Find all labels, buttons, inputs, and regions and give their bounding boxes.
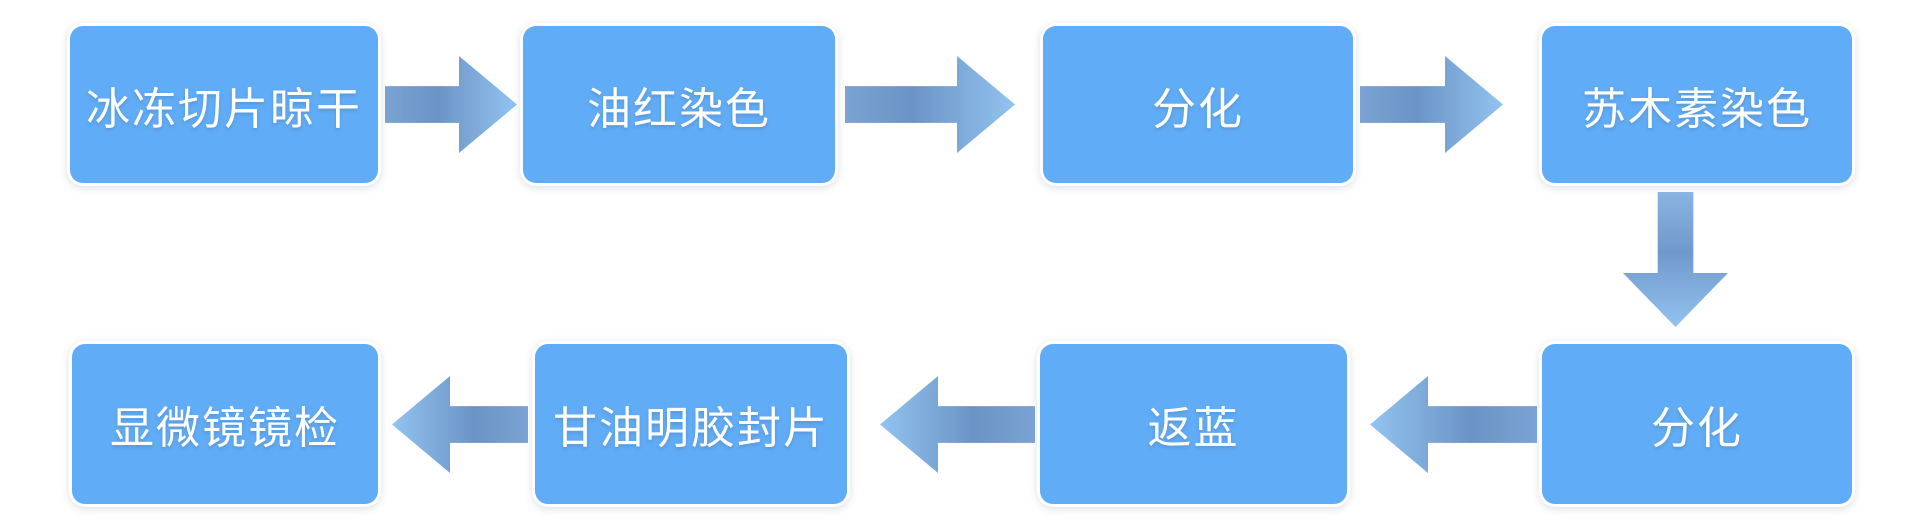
flow-node-label: 冰冻切片晾干	[86, 84, 362, 134]
flow-node-label: 分化	[1651, 404, 1743, 453]
flow-node-label: 苏木素染色	[1582, 84, 1812, 134]
flow-node-oil-red-staining: 油红染色	[523, 26, 835, 183]
flow-node-bluing: 返蓝	[1040, 344, 1347, 504]
arrow-right-icon	[1360, 56, 1503, 153]
flow-node-microscope-examination: 显微镜镜检	[72, 344, 378, 504]
arrow-left-icon	[1370, 376, 1537, 473]
arrow-down-icon	[1623, 192, 1728, 327]
flow-node-glycerin-gelatin-mounting: 甘油明胶封片	[535, 344, 847, 504]
flow-node-label: 甘油明胶封片	[553, 404, 829, 453]
flow-node-frozen-section-dry: 冰冻切片晾干	[70, 26, 378, 183]
arrow-right-icon	[385, 56, 517, 153]
flow-node-label: 返蓝	[1147, 404, 1240, 453]
flow-node-label: 显微镜镜检	[110, 404, 340, 453]
flow-node-hematoxylin-staining: 苏木素染色	[1542, 26, 1852, 183]
flow-node-differentiation-2: 分化	[1542, 344, 1852, 504]
flow-node-differentiation-1: 分化	[1043, 26, 1353, 183]
flow-node-label: 油红染色	[587, 84, 771, 134]
arrow-right-icon	[845, 56, 1015, 153]
flow-node-label: 分化	[1152, 84, 1244, 134]
arrow-left-icon	[392, 376, 528, 473]
arrow-left-icon	[880, 376, 1035, 473]
